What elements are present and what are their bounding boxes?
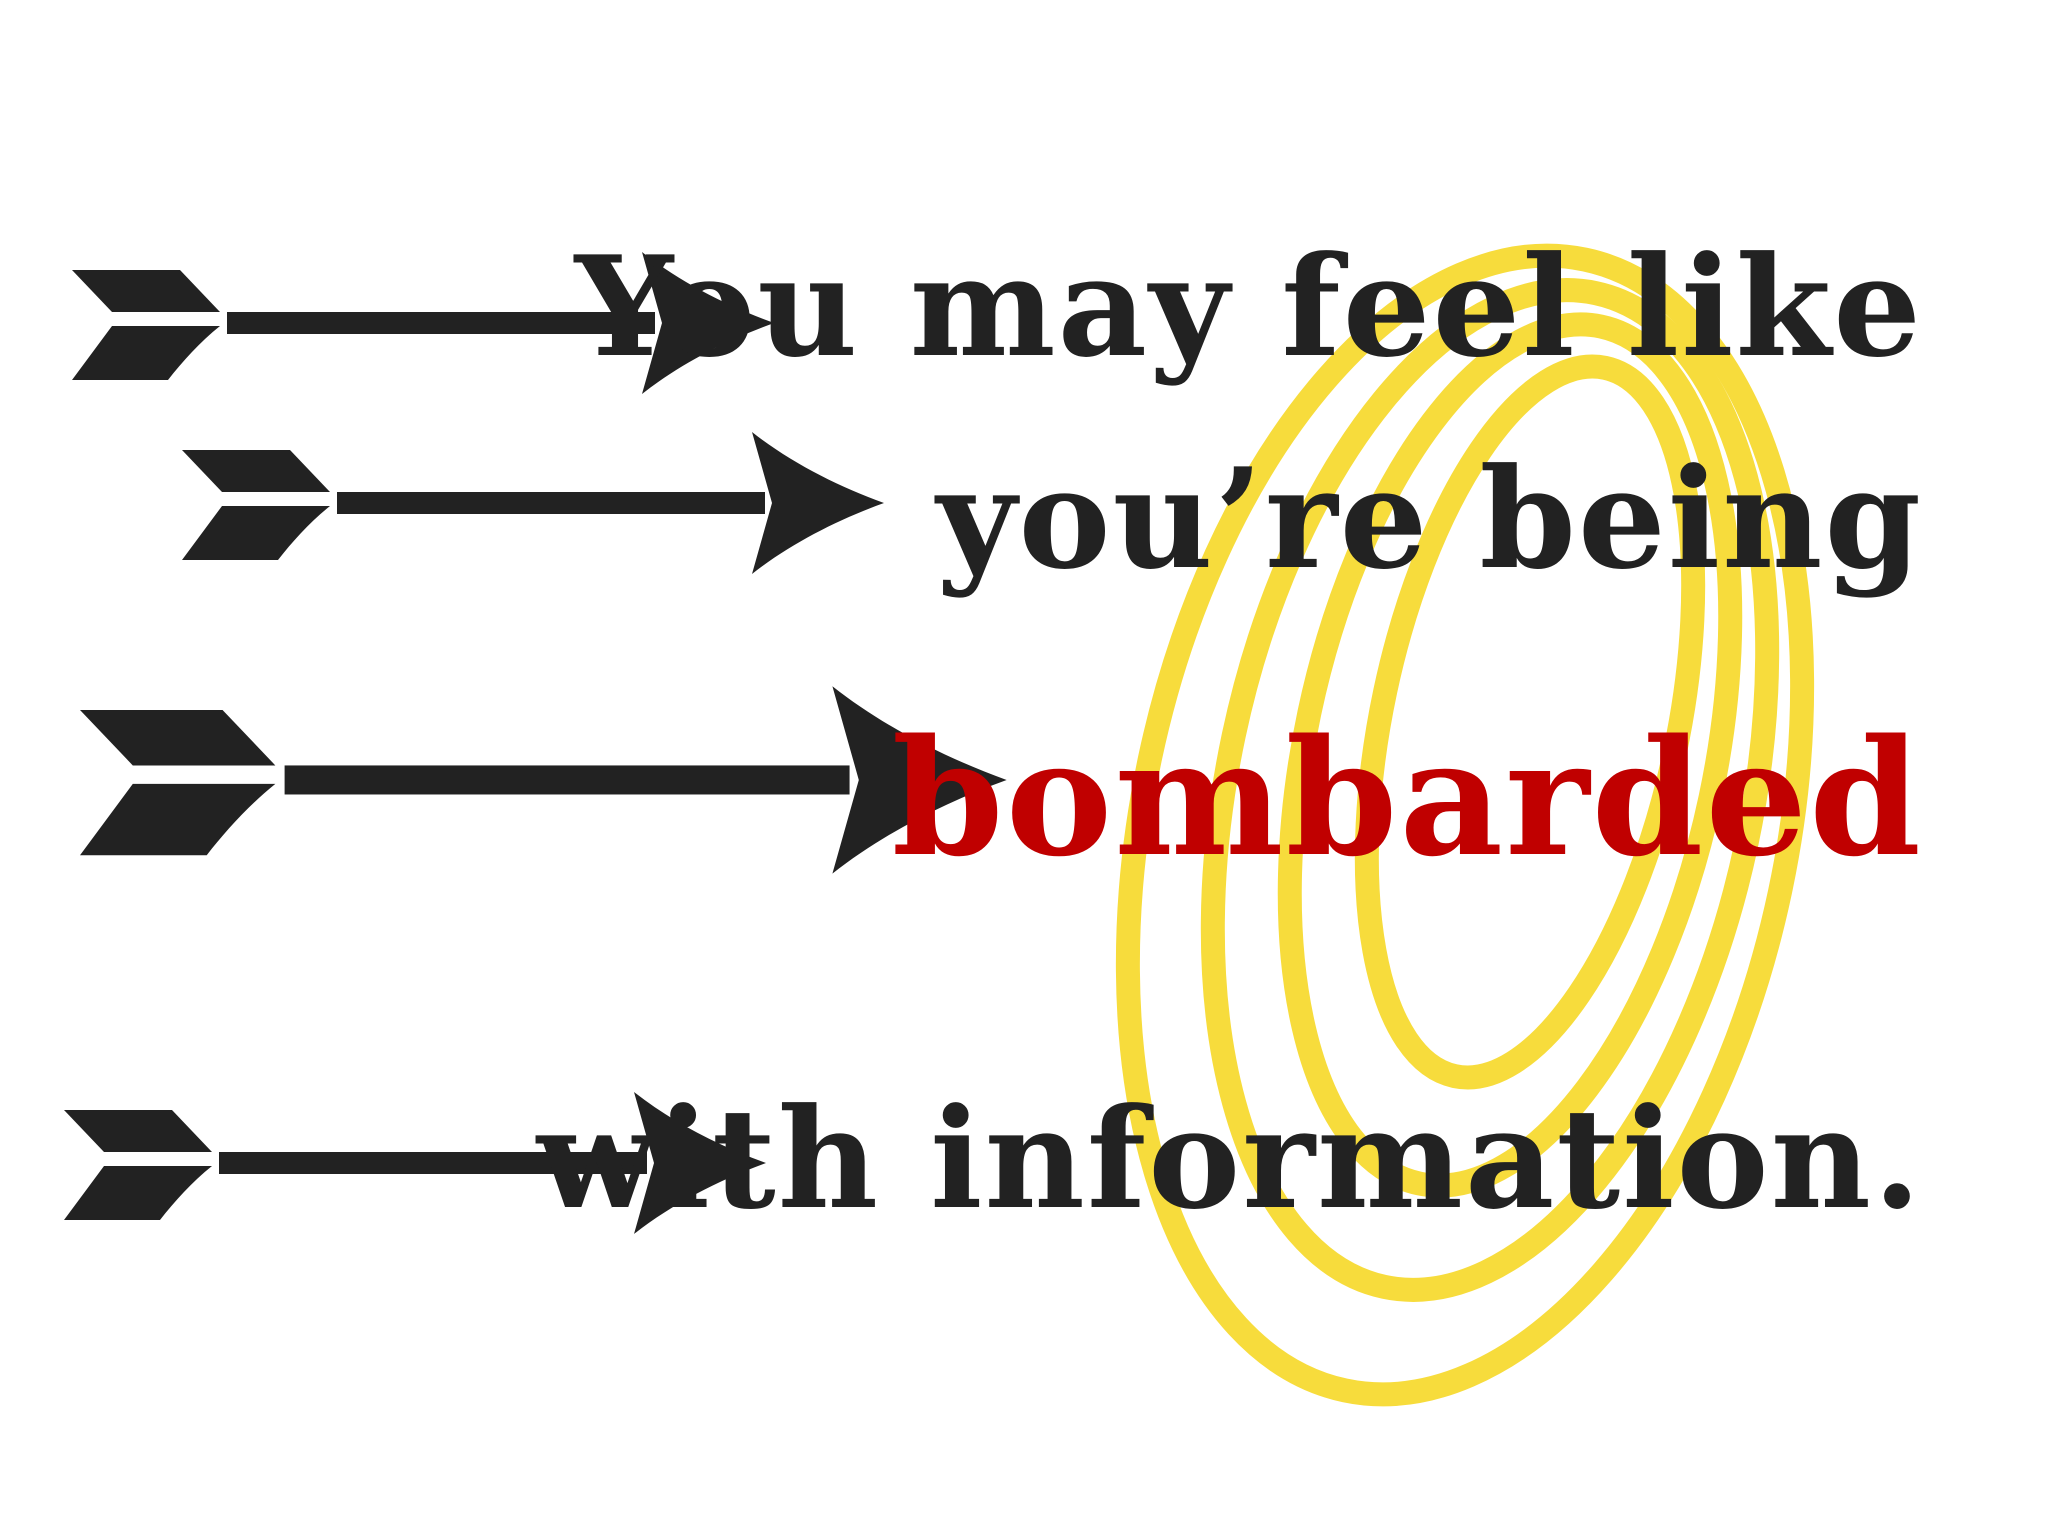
target-ring-1 [1115, 243, 1815, 1407]
headline-line-4: with information. [536, 1077, 1923, 1240]
headline-line-2: you’re being [936, 437, 1923, 600]
arrow-icon-3 [80, 686, 1007, 874]
headline-keyword-bombarded: bombarded [891, 704, 1923, 892]
headline-line-1: You may feel like [574, 225, 1923, 388]
target-ring-2 [1200, 278, 1780, 1302]
target-ring-4 [1354, 354, 1706, 1090]
target-ring-3 [1277, 312, 1743, 1198]
arrow-icon-2 [182, 432, 884, 574]
